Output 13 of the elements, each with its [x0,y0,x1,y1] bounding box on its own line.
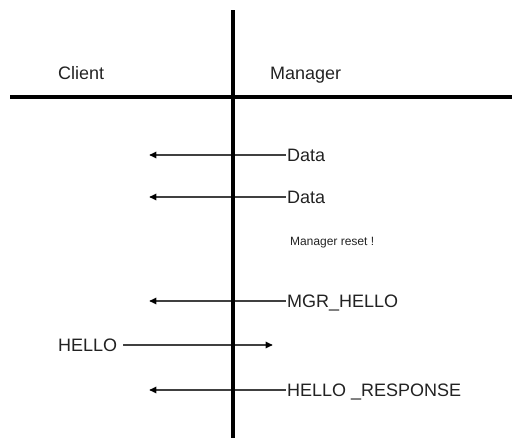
message-label: HELLO [58,335,118,355]
message-label: HELLO _RESPONSE [287,380,462,400]
message-label: Data [287,187,326,207]
message-arrow [149,298,286,304]
message-arrow [123,342,273,348]
message-label: Data [287,145,326,165]
column-heading: Manager [270,63,342,83]
message-arrow [149,152,286,158]
message-arrow [149,386,286,394]
message-arrow [149,194,286,200]
message-label: MGR_HELLO [287,291,398,311]
column-heading: Client [58,63,104,83]
note: Manager reset ! [290,234,374,248]
